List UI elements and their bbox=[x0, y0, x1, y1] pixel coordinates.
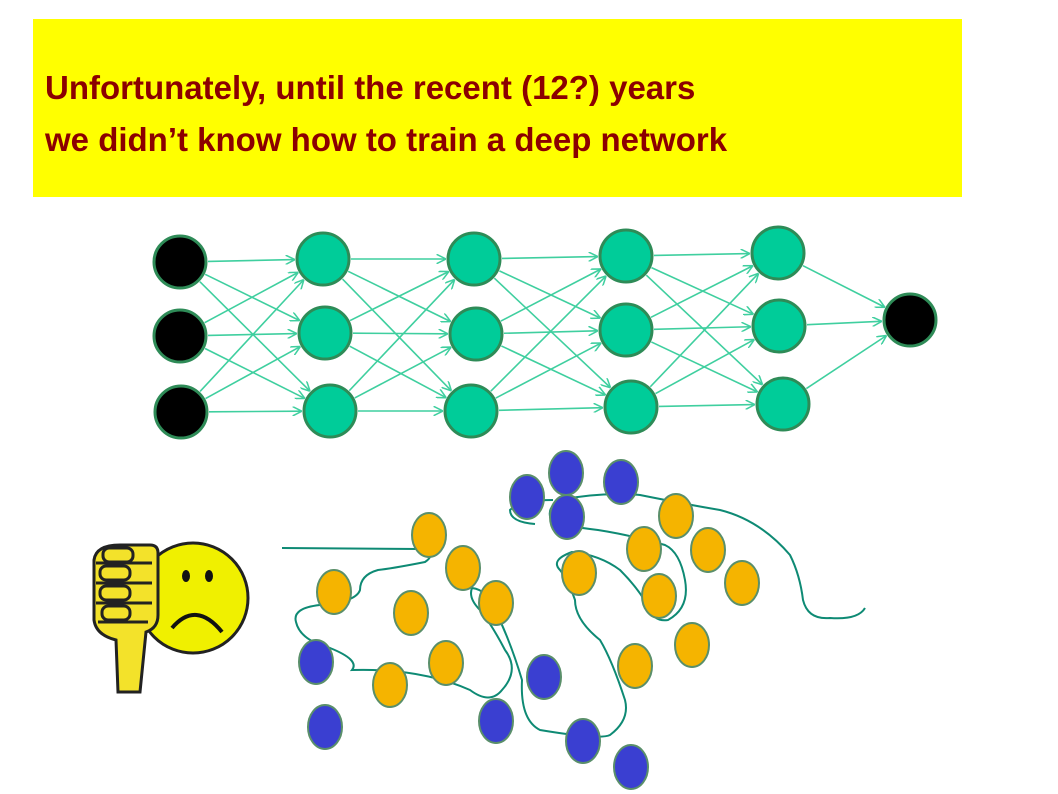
hidden-node bbox=[751, 298, 807, 354]
class-a-point bbox=[372, 662, 408, 708]
class-b-point bbox=[565, 718, 601, 764]
network-edge bbox=[199, 280, 303, 393]
network-edge bbox=[348, 280, 454, 392]
hidden-node bbox=[295, 231, 351, 287]
network-edge bbox=[655, 340, 754, 395]
class-b-point bbox=[549, 494, 585, 540]
class-a-point bbox=[617, 643, 653, 689]
class-b-point bbox=[548, 450, 584, 496]
input-node bbox=[153, 384, 209, 440]
hidden-node bbox=[302, 383, 358, 439]
network-edge bbox=[207, 260, 294, 262]
network-edge bbox=[498, 408, 602, 411]
network-edge bbox=[500, 345, 604, 395]
hidden-node bbox=[443, 383, 499, 439]
slide-title-box: Unfortunately, until the recent (12?) ye… bbox=[33, 19, 962, 197]
network-edge bbox=[658, 405, 754, 407]
class-b-point bbox=[509, 474, 545, 520]
class-a-point bbox=[393, 590, 429, 636]
input-node bbox=[152, 308, 208, 364]
network-edge bbox=[501, 257, 597, 259]
class-b-point bbox=[307, 704, 343, 750]
network-edge bbox=[208, 411, 301, 412]
network-nodes bbox=[152, 225, 938, 440]
network-edge bbox=[490, 277, 606, 392]
hidden-node bbox=[598, 302, 654, 358]
class-a-point bbox=[428, 640, 464, 686]
output-node bbox=[882, 292, 938, 348]
network-edge bbox=[500, 269, 600, 322]
network-edge bbox=[802, 264, 884, 307]
network-edge bbox=[205, 347, 300, 400]
network-edge bbox=[649, 274, 758, 388]
class-a-point bbox=[658, 493, 694, 539]
class-b-point bbox=[613, 744, 649, 790]
network-edge bbox=[204, 347, 304, 399]
hidden-node bbox=[446, 231, 502, 287]
class-a-point bbox=[478, 580, 514, 626]
network-edge bbox=[349, 272, 448, 322]
network-edge bbox=[653, 327, 750, 330]
scatter-points bbox=[298, 450, 760, 790]
class-a-point bbox=[445, 545, 481, 591]
input-node bbox=[152, 234, 208, 290]
network-edges bbox=[199, 254, 886, 412]
network-edge bbox=[354, 348, 451, 399]
class-a-point bbox=[674, 622, 710, 668]
class-a-point bbox=[626, 526, 662, 572]
class-b-point bbox=[603, 459, 639, 505]
network-edge bbox=[204, 273, 298, 324]
network-edge bbox=[806, 321, 881, 324]
network-edge bbox=[650, 266, 752, 319]
hidden-node bbox=[603, 379, 659, 435]
network-edge bbox=[199, 281, 310, 391]
class-b-point bbox=[526, 654, 562, 700]
slide-title-line-2: we didn’t know how to train a deep netwo… bbox=[45, 121, 728, 158]
class-a-point bbox=[316, 569, 352, 615]
hidden-node bbox=[598, 228, 654, 284]
network-edge bbox=[499, 270, 599, 318]
hidden-node bbox=[297, 305, 353, 361]
network-edge bbox=[341, 278, 451, 390]
class-a-point bbox=[641, 573, 677, 619]
network-edge bbox=[352, 333, 447, 334]
hidden-node bbox=[750, 225, 806, 281]
thumbs-down-icon bbox=[92, 543, 160, 694]
class-b-point bbox=[478, 698, 514, 744]
class-a-point bbox=[724, 560, 760, 606]
hidden-node bbox=[448, 306, 504, 362]
class-b-point bbox=[298, 639, 334, 685]
class-a-point bbox=[690, 527, 726, 573]
class-a-point bbox=[561, 550, 597, 596]
network-edge bbox=[349, 345, 446, 397]
thumbs-down-sad-icon bbox=[92, 541, 250, 694]
slide-title-line-1: Unfortunately, until the recent (12?) ye… bbox=[45, 69, 696, 106]
class-a-point bbox=[411, 512, 447, 558]
network-edge bbox=[495, 343, 600, 399]
network-edge bbox=[653, 254, 749, 256]
network-edge bbox=[805, 336, 885, 390]
hidden-node bbox=[755, 376, 811, 432]
